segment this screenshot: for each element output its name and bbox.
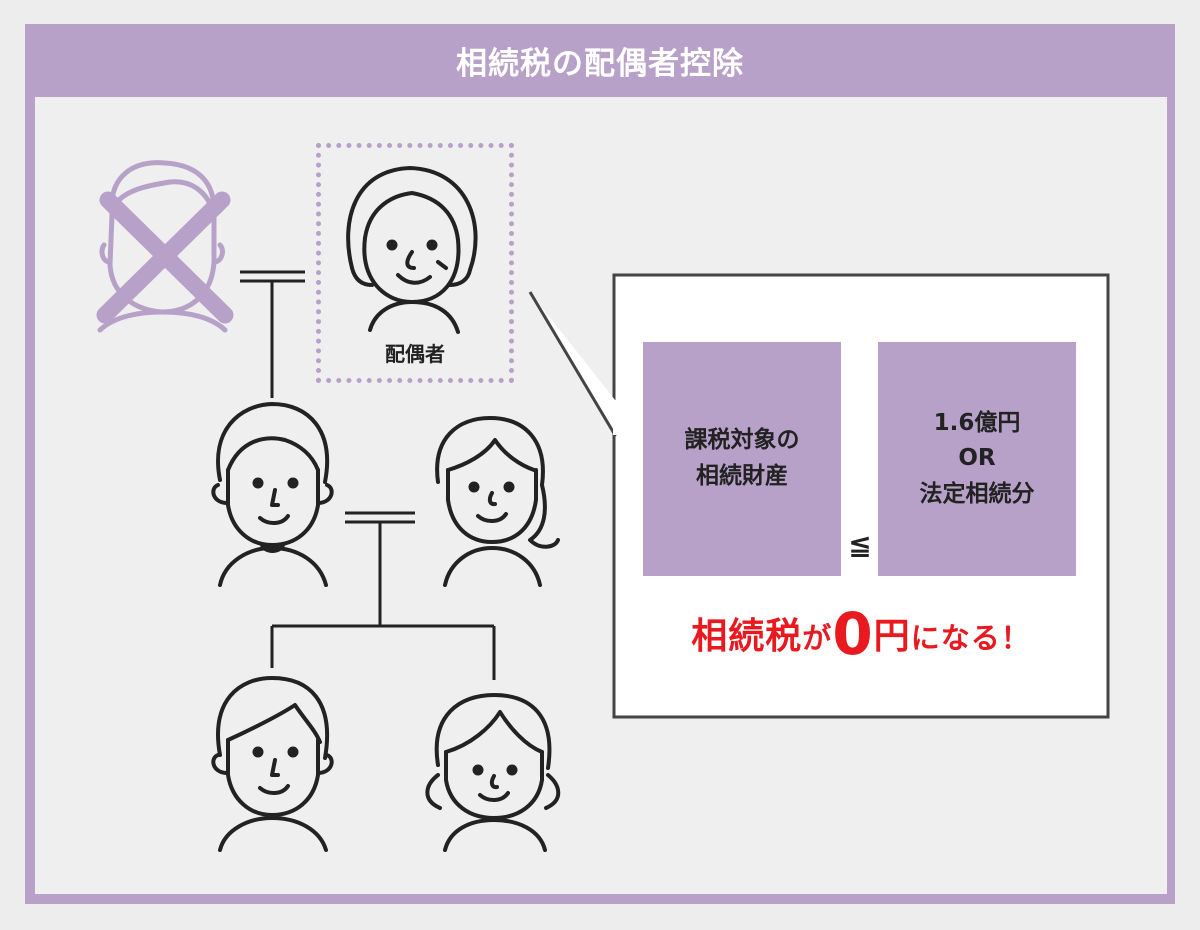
result-statement: 相続税が0円になる！ bbox=[614, 600, 1108, 668]
deduction-limit-line2: OR bbox=[958, 445, 996, 472]
result-part2: が bbox=[802, 621, 833, 655]
result-part5: になる！ bbox=[910, 621, 1031, 655]
deceased-person-icon bbox=[96, 160, 234, 333]
spouse-label: 配偶者 bbox=[385, 342, 445, 366]
granddaughter-person-icon bbox=[425, 693, 561, 852]
deduction-limit-box bbox=[878, 342, 1076, 576]
taxable-estate-text: 課税対象の 相続財産 bbox=[643, 342, 841, 576]
less-than-or-equal-symbol: ≦ bbox=[848, 528, 872, 561]
deduction-limit-text: 1.6億円 OR 法定相続分 bbox=[878, 342, 1076, 576]
result-part3: 0 bbox=[832, 600, 874, 668]
son-person-icon bbox=[211, 402, 334, 587]
taxable-estate-box bbox=[643, 342, 841, 576]
result-part4: 円 bbox=[873, 616, 911, 657]
grandson-person-icon bbox=[211, 676, 334, 852]
diagram-title: 相続税の配偶者控除 bbox=[456, 45, 744, 82]
spouse-person-icon bbox=[346, 166, 478, 334]
deduction-limit-line1: 1.6億円 bbox=[933, 409, 1021, 436]
daughter-in-law-person-icon bbox=[435, 416, 560, 587]
callout-bubble bbox=[528, 273, 1110, 719]
taxable-estate-line2: 相続財産 bbox=[696, 463, 788, 489]
result-part1: 相続税 bbox=[691, 616, 803, 657]
taxable-estate-line1: 課税対象の bbox=[684, 427, 800, 454]
deduction-limit-line3: 法定相続分 bbox=[919, 480, 1035, 507]
spouse-highlight-box bbox=[316, 143, 514, 383]
tree-lines bbox=[240, 270, 496, 680]
